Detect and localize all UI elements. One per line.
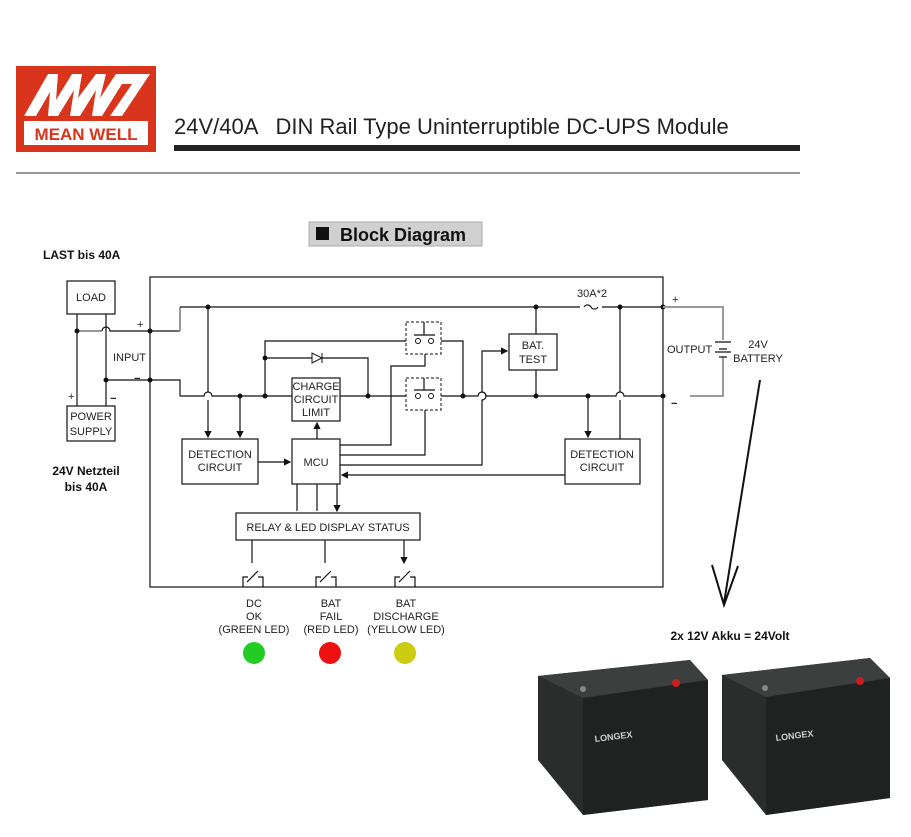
relay-contact-icons: [242, 570, 416, 587]
svg-text:OK: OK: [246, 611, 263, 623]
supply-minus: −: [110, 393, 116, 405]
svg-text:FAIL: FAIL: [320, 611, 343, 623]
load-note: LAST bis 40A: [43, 248, 121, 262]
relay-led-box: [235, 512, 421, 541]
mcu-box: [291, 438, 341, 485]
load-label: LOAD: [76, 292, 106, 304]
svg-text:BAT: BAT: [396, 598, 417, 610]
battery-label: 24V: [748, 339, 768, 351]
power-supply-label: POWER: [70, 411, 112, 423]
bat-test-label-2: TEST: [519, 354, 547, 366]
fuse-label: 30A*2: [577, 288, 607, 300]
battery-icon: [715, 341, 731, 358]
supply-plus: +: [68, 391, 74, 403]
svg-text:(RED LED): (RED LED): [303, 624, 358, 636]
led-dc-ok: DC OK (GREEN LED): [219, 598, 290, 664]
input-minus: −: [134, 373, 140, 385]
power-supply-box: [66, 405, 116, 442]
bat-test-box: [508, 333, 558, 371]
diode-icon: [311, 352, 324, 364]
charge-label: CHARGE: [292, 381, 339, 393]
charge-label-2: CIRCUIT: [294, 394, 339, 406]
input-label: INPUT: [113, 352, 146, 364]
led-bat-discharge: BAT DISCHARGE (YELLOW LED): [367, 598, 445, 664]
supply-note: 24V Netzteil: [52, 464, 119, 478]
arrow-icon: [711, 379, 761, 609]
logo-text: MEAN WELL: [35, 125, 138, 144]
yellow-led-icon: [394, 642, 416, 664]
battery-photo-2: LONGEX: [722, 658, 890, 815]
detection-label-right-2: CIRCUIT: [580, 462, 625, 474]
led-bat-fail: BAT FAIL (RED LED): [303, 598, 359, 664]
svg-text:LONGEX: LONGEX: [594, 729, 633, 744]
load-box: [66, 280, 116, 315]
svg-text:(YELLOW LED): (YELLOW LED): [367, 624, 445, 636]
output-minus: −: [671, 398, 677, 410]
charge-circuit-box: [291, 377, 341, 422]
title-underline: [174, 145, 800, 151]
charge-label-3: LIMIT: [302, 407, 330, 419]
relay-switch-icon: [405, 321, 442, 411]
battery-photo-1: LONGEX: [538, 660, 708, 815]
fuse-icon: [583, 304, 599, 310]
green-led-icon: [243, 642, 265, 664]
svg-text:DISCHARGE: DISCHARGE: [373, 611, 438, 623]
detection-label-2: CIRCUIT: [198, 462, 243, 474]
page-title: 24V/40A DIN Rail Type Uninterruptible DC…: [174, 114, 729, 139]
svg-text:(GREEN LED): (GREEN LED): [219, 624, 290, 636]
detection-circuit-right: [564, 438, 641, 485]
input-plus: +: [137, 319, 143, 331]
section-label-bg: [308, 221, 483, 247]
output-label: OUTPUT: [667, 344, 713, 356]
bat-test-label: BAT.: [522, 340, 544, 352]
battery-label-2: BATTERY: [733, 353, 783, 365]
mcu-label: MCU: [303, 457, 328, 469]
block-diagram: LOAD POWER SUPPLY + − + − INPUT 30A*2 DE…: [66, 276, 784, 588]
supply-note-2: bis 40A: [65, 480, 108, 494]
square-bullet-icon: [316, 227, 329, 240]
detection-circuit-left: [181, 438, 259, 485]
detection-label: DETECTION: [188, 449, 252, 461]
battery-note: 2x 12V Akku = 24Volt: [670, 629, 789, 643]
svg-text:DC: DC: [246, 598, 262, 610]
svg-text:LONGEX: LONGEX: [775, 728, 814, 743]
red-led-icon: [319, 642, 341, 664]
power-supply-label-2: SUPPLY: [70, 426, 113, 438]
section-title: Block Diagram: [340, 225, 466, 245]
relay-label: RELAY & LED DISPLAY STATUS: [246, 522, 409, 534]
output-plus: +: [672, 294, 678, 306]
svg-text:BAT: BAT: [321, 598, 342, 610]
mean-well-logo: MEAN WELL: [16, 66, 156, 152]
detection-label-right: DETECTION: [570, 449, 634, 461]
